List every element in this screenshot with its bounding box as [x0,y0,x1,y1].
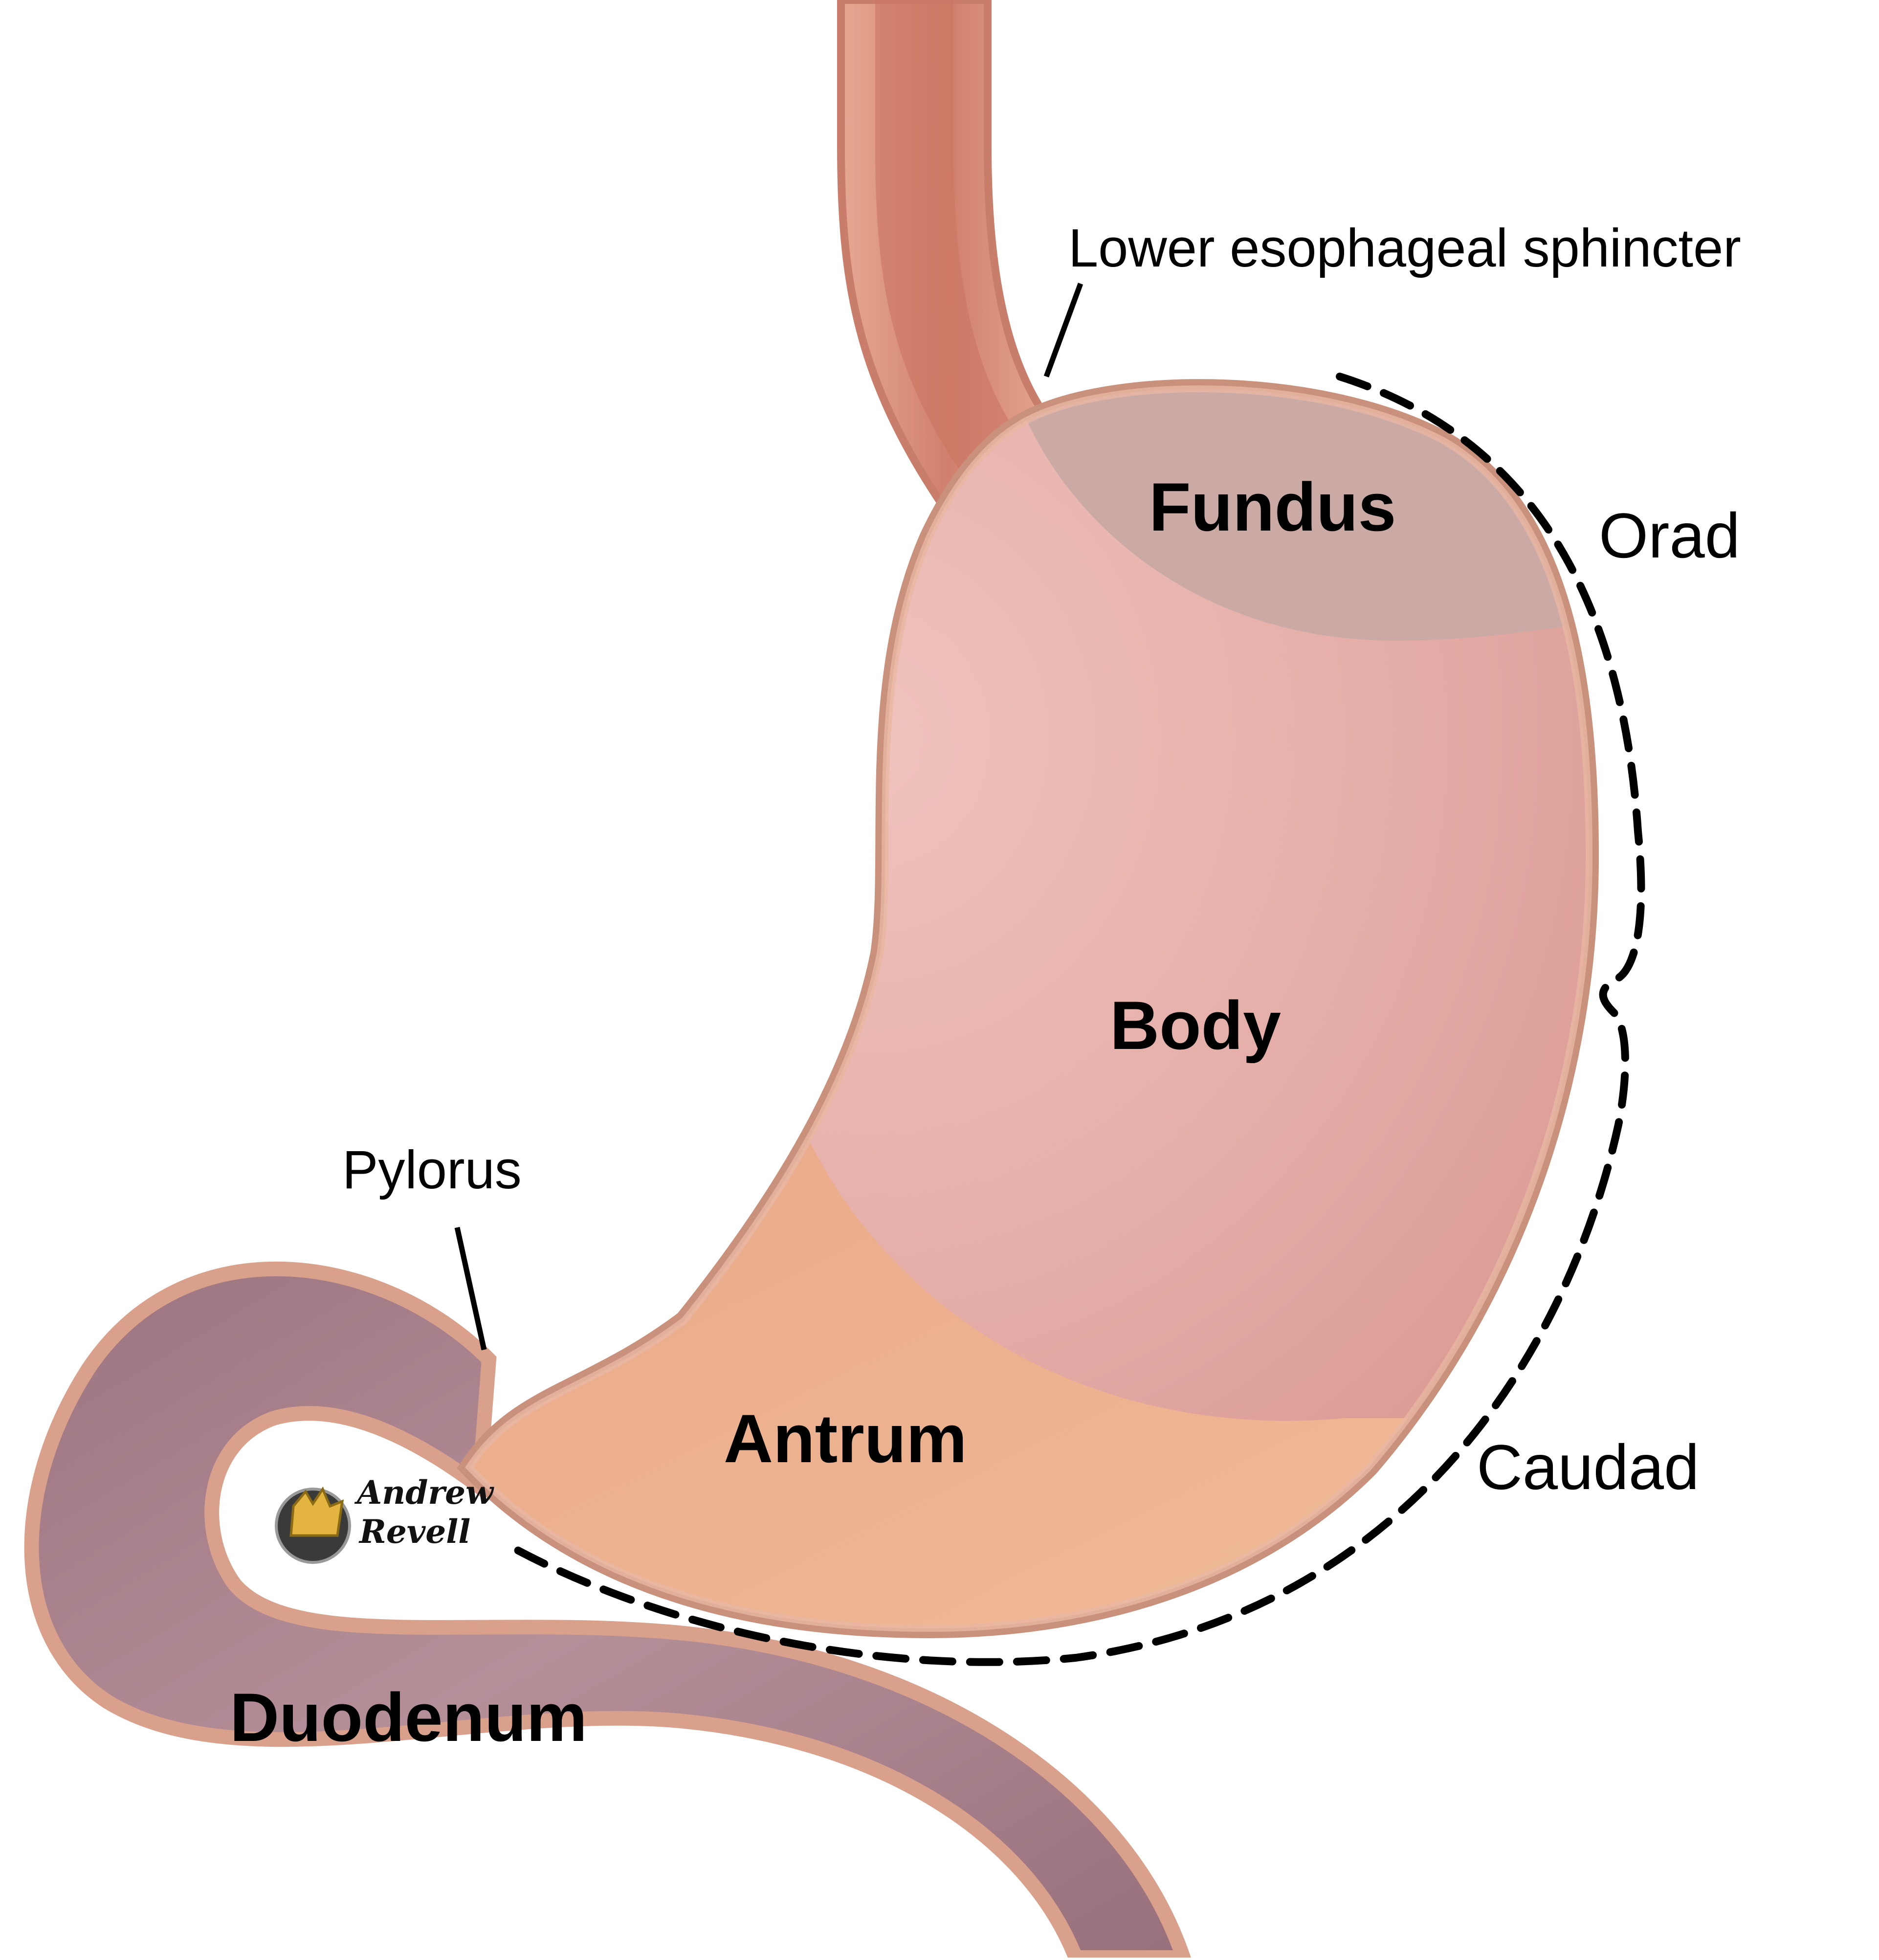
logo-line1: Andrew [354,1473,494,1512]
body-label: Body [1110,987,1281,1064]
les-leader [1043,283,1083,378]
stomach-inner-rim [465,385,1593,1632]
fundus-region [1002,389,1589,641]
orad-caudad-bracket [505,373,1645,1666]
signature-logo: Andrew Revell [275,1473,494,1564]
duodenum-label: Duodenum [230,1679,587,1756]
stomach-regions [469,389,1589,1629]
duodenum [24,1261,1192,1960]
pylorus-leader [454,1226,487,1351]
pylorus-label: Pylorus [342,1140,522,1200]
caudad-label: Caudad [1477,1431,1699,1503]
antrum-label: Antrum [724,1400,967,1477]
fundus-label: Fundus [1149,468,1396,545]
orad-label: Orad [1599,500,1740,571]
logo-line2: Revell [358,1513,470,1551]
les-label: Lower esophageal sphincter [1068,218,1741,278]
